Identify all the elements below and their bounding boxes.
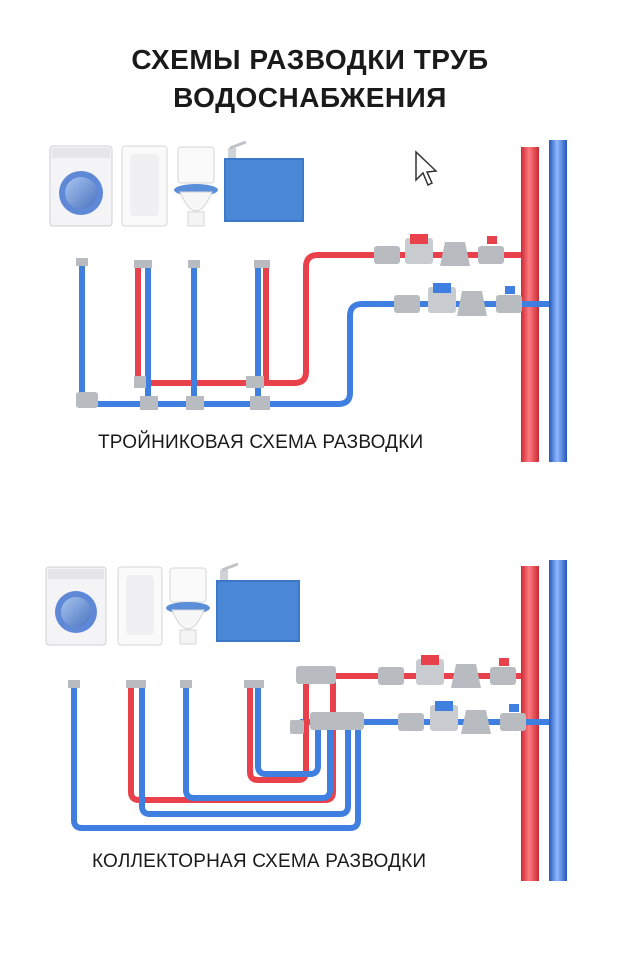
bathtub-icon [121, 145, 168, 227]
manifold-scheme-caption: КОЛЛЕКТОРНАЯ СХЕМА РАЗВОДКИ [92, 851, 427, 872]
cursor-icon [415, 150, 438, 187]
bathtub-icon [117, 566, 163, 646]
tee-scheme [49, 140, 567, 462]
title-line-2: ВОДОСНАБЖЕНИЯ [173, 82, 447, 113]
cold-meter-assembly [398, 701, 526, 734]
toilet-icon [166, 567, 210, 645]
washing-machine-icon [49, 145, 113, 227]
sink-cabinet-icon [224, 140, 304, 222]
toilet-icon [174, 146, 218, 227]
washing-machine-icon [45, 566, 107, 646]
cold-meter-assembly [394, 283, 522, 316]
sink-cabinet-icon [216, 562, 300, 642]
hot-supply-pipe [140, 252, 521, 386]
hot-meter-assembly [378, 655, 516, 688]
cold-supply-pipe [82, 301, 549, 407]
title-line-1: СХЕМЫ РАЗВОДКИ ТРУБ [131, 44, 489, 75]
tee-scheme-caption: ТРОЙНИКОВАЯ СХЕМА РАЗВОДКИ [98, 432, 424, 453]
manifold-scheme [45, 560, 567, 881]
cold-riser [549, 140, 567, 462]
hot-meter-assembly [374, 234, 504, 266]
cold-riser [549, 560, 567, 881]
